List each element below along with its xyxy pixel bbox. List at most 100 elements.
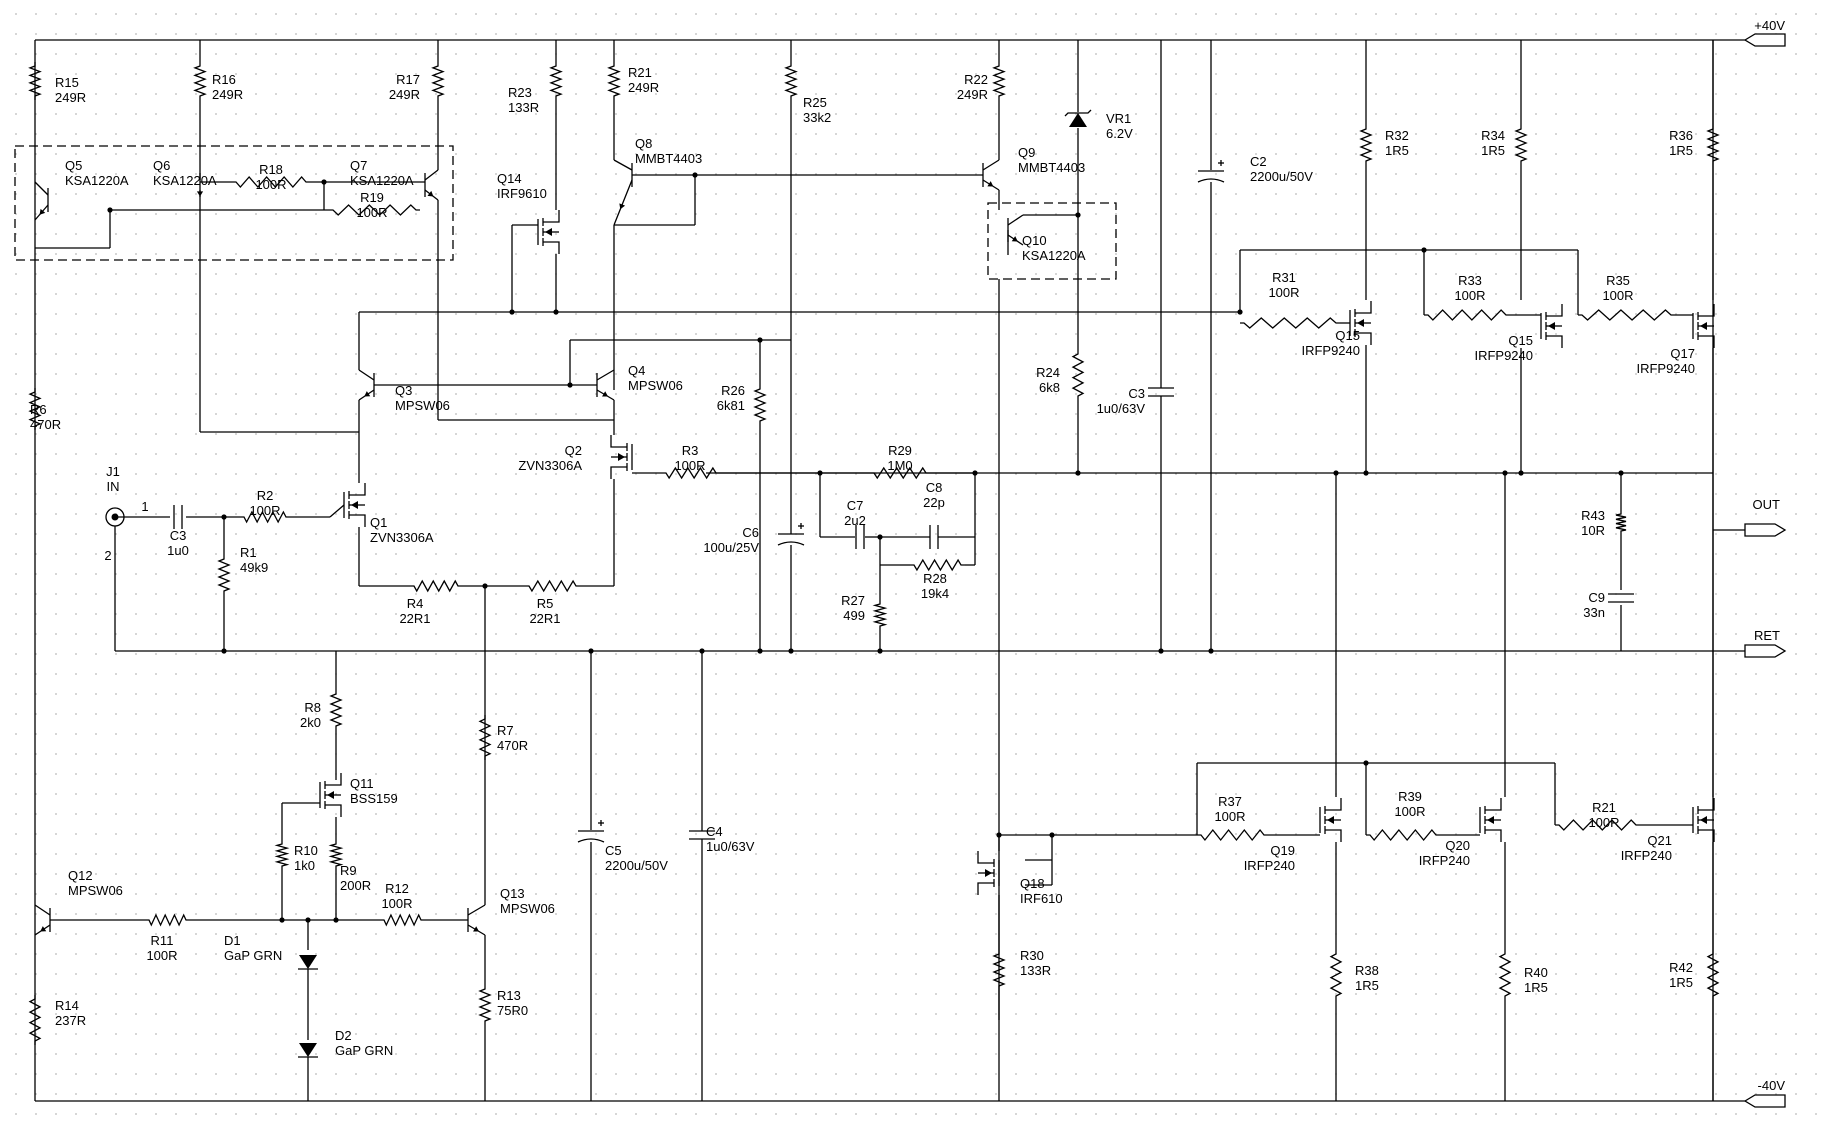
label-q20-ref: Q20: [1445, 838, 1470, 853]
diode-triangle: [299, 1043, 317, 1057]
input-jack-pin: [111, 513, 119, 521]
label-r33-ref: R33: [1458, 273, 1482, 288]
label-r39-ref: R39: [1398, 789, 1422, 804]
capacitor-c9: [1608, 593, 1634, 603]
label-c3a-value: 1u0: [167, 543, 189, 558]
label-c7-value: 2u2: [844, 513, 866, 528]
resistor-r25: [784, 62, 798, 100]
emitter-arrow: [602, 391, 609, 397]
drain-lead: [977, 851, 994, 864]
wire: [329, 504, 345, 518]
label-r24-value: 6k8: [1039, 380, 1060, 395]
mosfet-q14: [537, 210, 560, 254]
capacitor-c3a: [173, 505, 183, 529]
junction-dot: [567, 382, 573, 388]
junction-dot: [588, 648, 594, 654]
label-r28-value: 19k4: [921, 586, 949, 601]
resistor-r9: [328, 840, 344, 870]
resistor-body: [1706, 125, 1720, 165]
diode-d1: [298, 955, 318, 970]
label-q13-value: MPSW06: [500, 901, 555, 916]
body-arrow: [1700, 816, 1707, 824]
label-q7-value: KSA1220A: [350, 173, 414, 188]
capacitor-plate-curved: [1197, 178, 1225, 183]
resistor-body: [1578, 309, 1675, 321]
junction-dot: [972, 470, 978, 476]
label-q4-ref: Q4: [628, 363, 645, 378]
resistor-r36: [1706, 125, 1720, 165]
resistor-body: [28, 995, 42, 1045]
resistor-r6: [28, 388, 42, 430]
mosfet-q11: [319, 773, 342, 817]
capacitor-c8: [929, 525, 939, 549]
label-r1-ref: R1: [240, 545, 257, 560]
resistor-body: [1329, 950, 1343, 1000]
label-r12-ref: R12: [385, 881, 409, 896]
port-out: [1744, 523, 1787, 537]
body-arrow: [545, 228, 552, 236]
drain-lead: [1485, 798, 1502, 811]
label-r29-ref: R29: [888, 443, 912, 458]
resistor-r35: [1578, 309, 1675, 321]
resistor-r8: [329, 690, 343, 730]
label-r40-ref: R40: [1524, 965, 1548, 980]
label-r26-ref: R26: [721, 383, 745, 398]
resistor-r31: [1240, 317, 1340, 329]
label-r27-value: 499: [843, 608, 865, 623]
transistor-q10: [1007, 214, 1024, 246]
label-q15b-value: IRFP9240: [1474, 348, 1533, 363]
label-r4-value: 22R1: [399, 611, 430, 626]
label-r14-ref: R14: [55, 998, 79, 1013]
collector-lead: [358, 369, 375, 381]
label-q21-ref: Q21: [1647, 833, 1672, 848]
body-arrow: [985, 869, 992, 877]
label-vr1-value: 6.2V: [1106, 126, 1133, 141]
label-q20-value: IRFP240: [1419, 853, 1470, 868]
resistor-r3: [662, 466, 720, 480]
transistor-q12: [34, 904, 51, 936]
source-lead: [1698, 335, 1715, 348]
label-r17-value: 249R: [389, 87, 420, 102]
label-q4-value: MPSW06: [628, 378, 683, 393]
resistor-body: [28, 62, 42, 100]
label-r3-value: 100R: [674, 458, 705, 473]
drain-lead: [610, 435, 627, 448]
label-q10-ref: Q10: [1022, 233, 1047, 248]
label-r37-value: 100R: [1214, 809, 1245, 824]
resistor-r22: [992, 62, 1006, 100]
resistor-body: [478, 715, 492, 760]
body-arrow: [1327, 816, 1334, 824]
mosfet-q19: [1319, 798, 1342, 842]
label-r13-ref: R13: [497, 988, 521, 1003]
collector-lead: [34, 181, 49, 196]
mosfet-q18: [977, 851, 1000, 895]
source-lead: [1698, 829, 1715, 842]
resistor-body: [28, 388, 42, 430]
body-arrow: [1700, 322, 1707, 330]
label-r14-value: 237R: [55, 1013, 86, 1028]
port-label-vpos: +40V: [1754, 18, 1785, 33]
label-r43-value: 10R: [1581, 523, 1605, 538]
label-r1-value: 49k9: [240, 560, 268, 575]
emitter-lead: [613, 179, 633, 226]
label-r36-value: 1R5: [1669, 143, 1693, 158]
label-c9-ref: C9: [1588, 590, 1605, 605]
label-r22-value: 249R: [957, 87, 988, 102]
label-r21a-value: 249R: [628, 80, 659, 95]
mosfet-q20: [1479, 798, 1502, 842]
label-q3-ref: Q3: [395, 383, 412, 398]
label-r5-value: 22R1: [529, 611, 560, 626]
label-r37-ref: R37: [1218, 794, 1242, 809]
port-vneg: [1743, 1094, 1786, 1108]
junction-dot: [1208, 648, 1214, 654]
label-r32-ref: R32: [1385, 128, 1409, 143]
label-c6-ref: C6: [742, 525, 759, 540]
collector-lead: [596, 369, 615, 381]
resistor-r12: [380, 913, 425, 927]
port-label-out: OUT: [1753, 497, 1781, 512]
collector-lead: [982, 159, 1000, 171]
resistor-body: [410, 579, 462, 593]
label-r15-ref: R15: [55, 75, 79, 90]
resistor-body: [1071, 350, 1085, 400]
